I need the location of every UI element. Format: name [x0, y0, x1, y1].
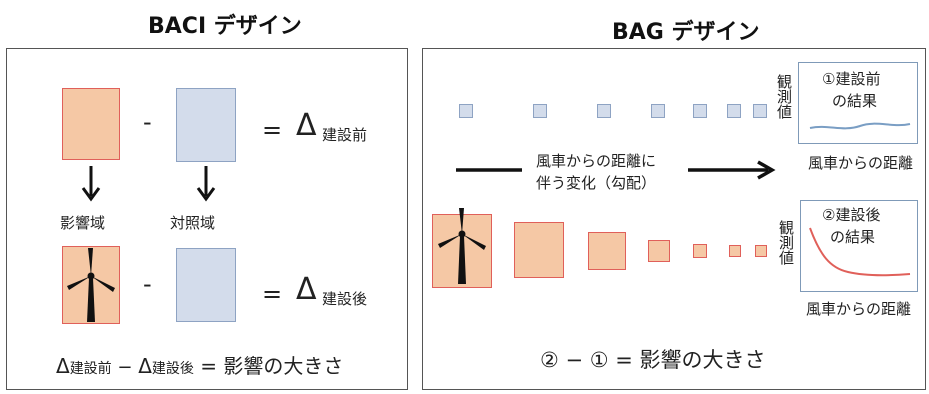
right-arrow-icon	[456, 160, 776, 180]
down-arrow-icon	[81, 166, 101, 202]
delta-after-label: 建設後	[322, 290, 368, 308]
gradient-label: 風車からの距離に	[536, 152, 657, 170]
baci-formula: Δ建設前 − Δ建設後 = 影響の大きさ	[56, 350, 343, 379]
formula-result: = 影響の大きさ	[193, 354, 344, 378]
impact-square	[755, 245, 767, 257]
impact-square	[693, 244, 707, 258]
minus-sign: -	[143, 108, 152, 136]
minus-sign: -	[143, 270, 152, 298]
control-square	[597, 104, 611, 118]
after-graph-x-axis: 風車からの距離	[806, 300, 912, 318]
before-result-curve	[809, 122, 911, 130]
wind-turbine-icon	[67, 248, 115, 322]
impact-area-label: 影響域	[60, 214, 106, 232]
gradient-label: 伴う変化（勾配）	[536, 174, 657, 192]
control-area-label: 対照域	[170, 214, 216, 232]
control-area-after-box	[176, 248, 236, 322]
control-area-before-box	[176, 88, 236, 162]
before-graph-x-axis: 風車からの距離	[808, 154, 914, 172]
equals-sign: =	[262, 116, 283, 144]
after-graph-title: の結果	[830, 228, 876, 246]
control-square	[533, 104, 547, 118]
formula-before: 建設前	[69, 361, 112, 377]
delta-symbol: Δ	[296, 272, 317, 307]
after-graph-title: ②建設後	[822, 206, 881, 224]
control-square	[651, 104, 665, 118]
control-square	[693, 104, 707, 118]
bag-formula: ② − ① = 影響の大きさ	[540, 348, 766, 372]
before-graph-y-axis: 観測値	[775, 74, 793, 119]
after-graph-y-axis: 観測値	[777, 220, 795, 265]
baci-title: BACI デザイン	[148, 14, 302, 39]
wind-turbine-icon	[438, 208, 486, 284]
after-result-curve	[809, 227, 911, 277]
bag-title: BAG デザイン	[612, 20, 760, 45]
impact-square	[729, 245, 741, 257]
impact-area-before-box	[62, 88, 120, 160]
before-graph-title: ①建設前	[822, 70, 881, 88]
down-arrow-icon	[196, 166, 216, 202]
formula-delta: Δ	[138, 354, 152, 378]
delta-symbol: Δ	[296, 108, 317, 143]
after-graph	[800, 200, 918, 292]
control-square	[459, 104, 473, 118]
formula-delta: Δ	[56, 354, 70, 378]
equals-sign: =	[262, 280, 283, 308]
before-graph-title: の結果	[832, 92, 878, 110]
impact-square	[588, 232, 626, 270]
impact-square	[648, 240, 670, 262]
delta-before-label: 建設前	[322, 126, 368, 144]
formula-after: 建設後	[151, 361, 194, 377]
control-square	[753, 104, 767, 118]
control-square	[727, 104, 741, 118]
formula-minus: −	[111, 357, 139, 378]
before-graph	[798, 62, 918, 144]
impact-square	[514, 222, 564, 278]
